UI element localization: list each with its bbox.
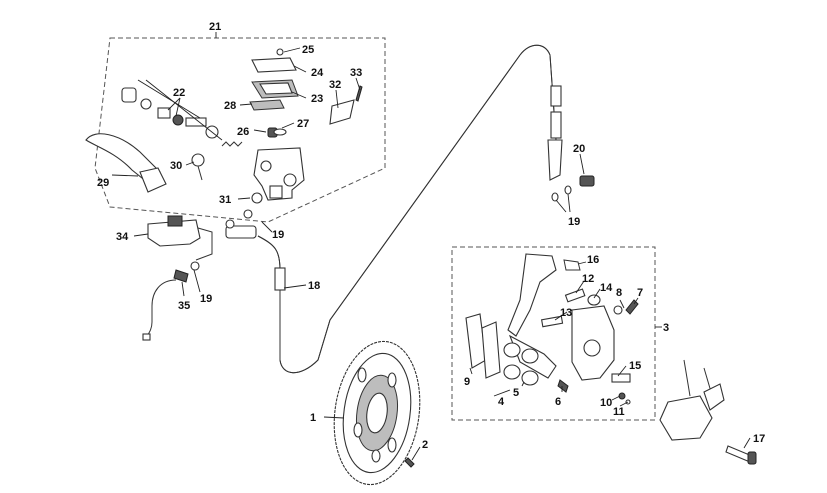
- callout-23: 23: [311, 93, 323, 105]
- piston-kit: [121, 79, 243, 147]
- callout-6: 6: [555, 396, 561, 408]
- callout-17: 17: [753, 433, 765, 445]
- banjo-bolt: [225, 175, 595, 229]
- callout-4: 4: [498, 396, 505, 408]
- hand-guard-switch: [147, 215, 213, 261]
- brake-hose: [225, 44, 563, 374]
- reservoir-plate: [249, 99, 285, 111]
- bleeder-valve: [613, 299, 639, 315]
- pistons-and-seals: [503, 342, 539, 386]
- fork-leg: [659, 359, 725, 441]
- sight-glass-seal: [273, 128, 287, 136]
- callout-28: 28: [224, 100, 236, 112]
- cap-screw: [276, 48, 284, 56]
- callout-19-switch: 19: [200, 293, 212, 305]
- adjuster-knob: [191, 153, 205, 181]
- reservoir-diaphragm: [251, 79, 299, 99]
- callout-13: 13: [560, 307, 572, 319]
- disc-screw: [404, 457, 415, 468]
- group-box-caliper: [451, 246, 656, 421]
- reservoir-cap: [251, 57, 297, 73]
- callout-32: 32: [329, 79, 341, 91]
- master-cylinder-body: [253, 147, 305, 201]
- callout-25: 25: [302, 44, 314, 56]
- callout-18: 18: [308, 280, 320, 292]
- callout-22: 22: [173, 87, 185, 99]
- callout-11: 11: [613, 406, 625, 418]
- callout-34: 34: [116, 231, 129, 243]
- pivot-bolt: [251, 192, 263, 204]
- switch-screw-and-cable: [142, 269, 189, 341]
- callout-10: 10: [600, 397, 612, 409]
- callout-27: 27: [297, 118, 309, 130]
- caliper-body: [571, 305, 615, 381]
- callout-31: 31: [219, 194, 231, 206]
- callout-16: 16: [587, 254, 599, 266]
- brake-pads: [465, 313, 501, 379]
- callout-19-hose-lower: 19: [272, 229, 284, 241]
- pad-spring: [563, 259, 581, 271]
- callout-35: 35: [178, 300, 190, 312]
- lever-bracket: [329, 99, 355, 125]
- callout-1: 1: [310, 412, 316, 424]
- callout-3: 3: [663, 322, 669, 334]
- callout-9: 9: [464, 376, 470, 388]
- callout-5: 5: [513, 387, 519, 399]
- group-box-master-cylinder: [94, 37, 386, 223]
- brake-disc: [333, 340, 421, 486]
- bracket-screw: [355, 85, 363, 102]
- callout-7: 7: [637, 287, 643, 299]
- callout-15: 15: [629, 360, 641, 372]
- callout-30: 30: [170, 160, 182, 172]
- boots: [587, 294, 601, 306]
- callout-29: 29: [97, 177, 109, 189]
- callout-2: 2: [422, 439, 428, 451]
- callout-8: 8: [616, 287, 622, 299]
- callout-21: 21: [209, 21, 221, 33]
- washers: [190, 185, 572, 271]
- callout-20: 20: [573, 143, 585, 155]
- callout-33: 33: [350, 67, 362, 79]
- brake-lever: [85, 133, 167, 193]
- callout-12: 12: [582, 273, 594, 285]
- callout-14: 14: [600, 282, 613, 294]
- callout-26: 26: [237, 126, 249, 138]
- callout-19-caliper-end: 19: [568, 216, 580, 228]
- pad-pin-parts: [557, 373, 631, 405]
- axle-bolt: [725, 445, 757, 465]
- callout-24: 24: [311, 67, 324, 79]
- leader-lines: [111, 32, 751, 461]
